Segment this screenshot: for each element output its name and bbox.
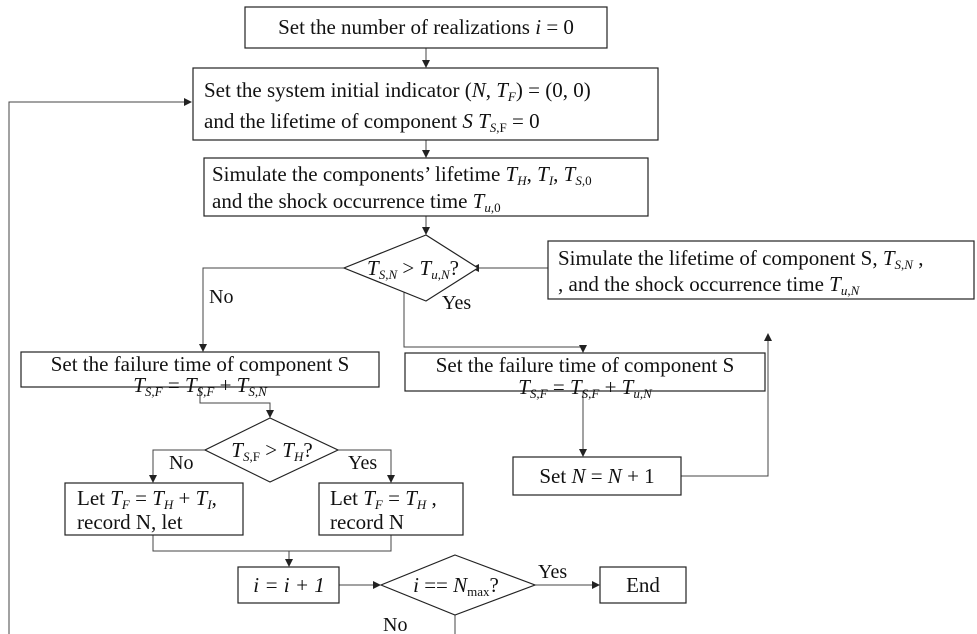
decision-lifetime-vs-shock: TS,N > Tu,N? — [342, 234, 480, 302]
decision-lifetime-vs-shock-text: TS,N > Tu,N? — [367, 256, 459, 282]
svg-text:Set the system initial indicat: Set the system initial indicator (N, TF)… — [204, 78, 591, 104]
box-increment-i-text: i = i + 1 — [253, 573, 325, 597]
box-let-tf-h: Let TF = TH , record N — [318, 482, 464, 536]
label-no-d1: No — [209, 286, 233, 308]
box-simulate-lifetime-s-line2: and the shock occurrence time — [569, 272, 824, 296]
label-yes-d2: Yes — [348, 452, 377, 474]
box-initial-indicator: Set the system initial indicator (N, TF)… — [192, 67, 659, 141]
box-initial-indicator-line2: and the lifetime of component — [204, 109, 457, 133]
decision-failure-vs-h: TS,F > TH? — [203, 417, 340, 483]
svg-text:Set the failure time of compon: Set the failure time of component S — [436, 353, 735, 377]
label-no-d3: No — [383, 614, 407, 634]
svg-text:Simulate the lifetime of compo: Simulate the lifetime of component S, TS… — [558, 246, 923, 272]
svg-text:Set the failure time of compon: Set the failure time of component S — [51, 352, 350, 376]
svg-text:Set the number of realizations: Set the number of realizations i = 0 — [278, 15, 574, 39]
box-simulate-components-line1: Simulate the components’ lifetime — [212, 162, 500, 186]
connectors — [8, 48, 772, 634]
svg-text:Simulate the components’ lifet: Simulate the components’ lifetime TH, TI… — [212, 162, 592, 188]
svg-text:and the shock occurrence time: and the shock occurrence time Tu,0 — [212, 189, 501, 215]
box-simulate-lifetime-s: Simulate the lifetime of component S, TS… — [547, 240, 975, 300]
box-failure-time-left: Set the failure time of component S TS,F… — [20, 351, 380, 399]
label-yes-d3: Yes — [538, 561, 567, 583]
box-failure-time-right-formula: TS,F = TS,F + Tu,N — [518, 375, 653, 401]
box-increment-n-prefix: Set — [539, 464, 566, 488]
box-simulate-components: Simulate the components’ lifetime TH, TI… — [203, 157, 649, 217]
svg-text:, and the shock occurrence tim: , and the shock occurrence time Tu,N — [558, 272, 861, 298]
decision-failure-vs-h-text: TS,F > TH? — [231, 438, 312, 464]
box-let-tf-h-line2: record N — [330, 510, 404, 534]
box-end-text: End — [626, 573, 660, 597]
label-no-d2: No — [169, 452, 193, 474]
label-yes-d1: Yes — [442, 292, 471, 314]
box-failure-time-left-formula: TS,F = TS,F + TS,N — [133, 373, 268, 399]
box-increment-n: Set N = N + 1 — [512, 456, 682, 496]
box-let-tf-sum-line2: record N, let — [77, 510, 183, 534]
box-failure-time-right-line1: Set the failure time of component S — [436, 353, 735, 377]
box-increment-i: i = i + 1 — [237, 566, 340, 604]
box-let-tf-sum: Let TF = TH + TI, record N, let — [64, 482, 244, 536]
svg-text:Let TF = TH + TI,: Let TF = TH + TI, — [77, 486, 217, 512]
box-end: End — [599, 566, 687, 604]
svg-text:Set N = N + 1: Set N = N + 1 — [539, 464, 654, 488]
svg-text:and the lifetime of component: and the lifetime of component S TS,F = 0 — [204, 109, 540, 135]
svg-text:Let TF = TH ,: Let TF = TH , — [330, 486, 437, 512]
box-let-tf-h-prefix: Let — [330, 486, 358, 510]
box-failure-time-right: Set the failure time of component S TS,F… — [404, 352, 766, 401]
decision-max-realizations: i == Nmax? — [379, 554, 537, 616]
box-simulate-lifetime-s-line1: Simulate the lifetime of component S, — [558, 246, 878, 270]
box-set-realizations-text: Set the number of realizations — [278, 15, 530, 39]
box-simulate-components-line2: and the shock occurrence time — [212, 189, 467, 213]
box-failure-time-left-line1: Set the failure time of component S — [51, 352, 350, 376]
decision-max-realizations-text: i == Nmax? — [413, 573, 499, 599]
box-let-tf-sum-prefix: Let — [77, 486, 105, 510]
box-set-realizations: Set the number of realizations i = 0 — [244, 6, 608, 49]
box-initial-indicator-line1: Set the system initial indicator — [204, 78, 459, 102]
